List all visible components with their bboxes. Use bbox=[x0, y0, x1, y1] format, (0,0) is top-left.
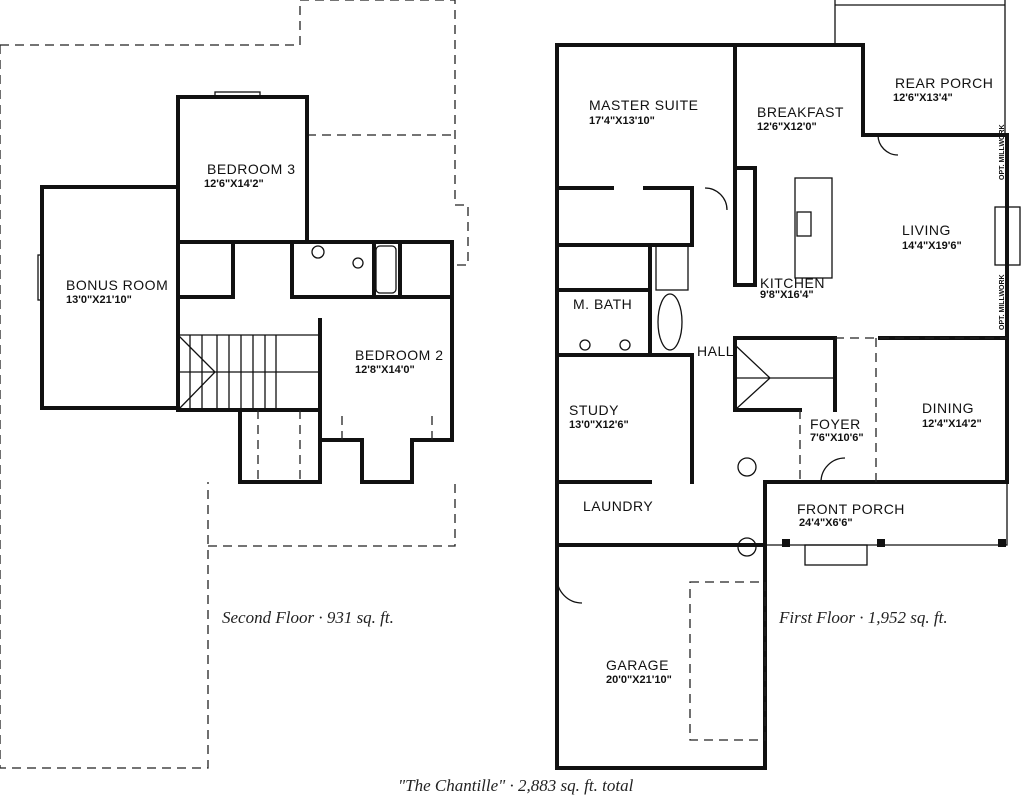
dormer-lines bbox=[257, 410, 433, 482]
first-floor-plan: OPT. MILLWORK OPT. MILLWORK MASTER SUITE… bbox=[555, 0, 1021, 770]
tub-icon bbox=[657, 293, 683, 351]
stairs bbox=[177, 334, 320, 411]
fireplace bbox=[994, 206, 1021, 266]
kitchen-counter bbox=[733, 166, 757, 287]
window bbox=[37, 254, 44, 301]
first-floor-roof-outline bbox=[0, 0, 469, 769]
tub-icon bbox=[375, 245, 397, 294]
room-label: LAUNDRY bbox=[583, 498, 653, 514]
room-size: 12'6"X13'4" bbox=[893, 92, 953, 104]
room-label: BONUS ROOM bbox=[66, 277, 168, 293]
room-label: MASTER SUITE bbox=[589, 97, 698, 113]
room-size: 24'4"X6'6" bbox=[799, 517, 853, 529]
room-label: BREAKFAST bbox=[757, 104, 844, 120]
sink-icon bbox=[579, 339, 591, 351]
room-label: REAR PORCH bbox=[895, 75, 993, 91]
shower-icon bbox=[655, 244, 689, 291]
millwork-label: OPT. MILLWORK bbox=[999, 274, 1006, 330]
stairs bbox=[734, 344, 835, 411]
room-size: 13'0"X21'10" bbox=[66, 294, 132, 306]
room-size: 7'6"X10'6" bbox=[810, 432, 864, 444]
room-label: HALL bbox=[697, 343, 734, 359]
porch-column bbox=[998, 539, 1006, 547]
porch-column bbox=[877, 539, 885, 547]
room-size: 14'4"X19'6" bbox=[902, 240, 962, 252]
second-floor-caption: Second Floor · 931 sq. ft. bbox=[222, 608, 394, 627]
sink-icon bbox=[796, 211, 812, 237]
window bbox=[214, 91, 261, 98]
room-size: 12'6"X14'2" bbox=[204, 178, 264, 190]
sink-icon bbox=[619, 339, 631, 351]
sink-icon bbox=[737, 457, 757, 477]
sink-icon bbox=[311, 245, 325, 259]
room-size: 20'0"X21'10" bbox=[606, 674, 672, 686]
millwork-label: OPT. MILLWORK bbox=[999, 124, 1006, 180]
stair-treads bbox=[189, 335, 277, 410]
second-floor-plan: BEDROOM 3 12'6"X14'2" BONUS ROOM 13'0"X2… bbox=[0, 0, 469, 769]
room-label: BEDROOM 2 bbox=[355, 347, 444, 363]
toilet-icon bbox=[352, 257, 364, 269]
room-label: FOYER bbox=[810, 416, 861, 432]
door-swings bbox=[556, 134, 899, 604]
rear-porch-outline bbox=[834, 0, 1006, 135]
porch-steps bbox=[804, 544, 868, 566]
room-label: DINING bbox=[922, 400, 974, 416]
room-label: STUDY bbox=[569, 402, 619, 418]
dashed-lines bbox=[689, 337, 1007, 741]
room-size: 12'4"X14'2" bbox=[922, 418, 982, 430]
first-floor-caption: First Floor · 1,952 sq. ft. bbox=[778, 608, 948, 627]
plan-title-footer: "The Chantille" · 2,883 sq. ft. total bbox=[398, 776, 634, 795]
water-heater-icon bbox=[737, 537, 757, 557]
room-label: FRONT PORCH bbox=[797, 501, 905, 517]
porch-column bbox=[782, 539, 790, 547]
room-size: 12'6"X12'0" bbox=[757, 121, 817, 133]
room-label: KITCHEN bbox=[760, 275, 825, 291]
room-label: LIVING bbox=[902, 222, 951, 238]
exterior-walls bbox=[555, 43, 1009, 770]
room-label: BEDROOM 3 bbox=[207, 161, 296, 177]
kitchen-island bbox=[794, 177, 833, 279]
room-label: M. BATH bbox=[573, 296, 632, 312]
room-size: 13'0"X12'6" bbox=[569, 419, 629, 431]
room-size: 17'4"X13'10" bbox=[589, 115, 655, 127]
room-label: GARAGE bbox=[606, 657, 669, 673]
room-size: 12'8"X14'0" bbox=[355, 364, 415, 376]
bedroom-2-walls bbox=[176, 295, 454, 484]
hall-walls bbox=[176, 240, 454, 299]
room-size: 9'8"X16'4" bbox=[760, 289, 814, 301]
